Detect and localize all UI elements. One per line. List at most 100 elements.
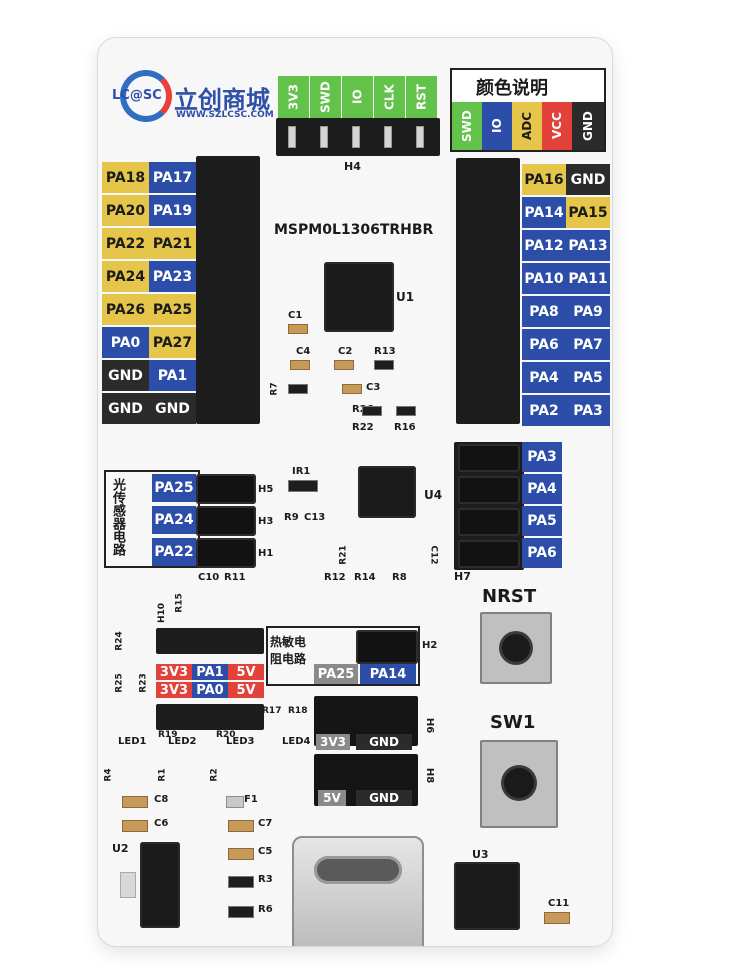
capacitor-c1 <box>288 324 308 334</box>
ref-c10: C10 <box>198 572 220 583</box>
jumper-h7-2[interactable] <box>458 476 520 504</box>
nrst-button-cap[interactable] <box>502 634 530 662</box>
h7-label-pa3: PA3 <box>522 442 562 472</box>
left-label: PA23 <box>149 261 196 292</box>
ref-led2: LED2 <box>168 736 197 747</box>
resistor-r7 <box>288 384 308 394</box>
regulator-chip-u2 <box>140 842 180 928</box>
ref-r6: R6 <box>258 904 273 915</box>
mcu-chip-u1 <box>324 262 394 332</box>
right-label: PA7 <box>566 329 610 360</box>
header-h4[interactable] <box>276 118 440 156</box>
jumper-h7-1[interactable] <box>458 444 520 472</box>
jumper-h2[interactable] <box>356 630 418 664</box>
left-label: PA17 <box>149 162 196 193</box>
ref-c8: C8 <box>154 794 169 805</box>
ref-r15: R15 <box>174 593 185 613</box>
ref-u3: U3 <box>472 848 489 861</box>
ref-h8: H8 <box>424 767 436 784</box>
ref-r8: R8 <box>392 572 407 583</box>
left-label: PA1 <box>149 360 196 391</box>
lcsc-logo: LC@SC <box>112 70 184 132</box>
top-header-labels: 3V3 SWD IO CLK RST <box>278 76 438 118</box>
ref-r24: R24 <box>114 631 125 651</box>
light-label-pa25: PA25 <box>152 474 196 502</box>
ref-r3: R3 <box>258 874 273 885</box>
left-label: GND <box>149 393 196 424</box>
right-label: PA12 <box>522 230 566 261</box>
left-pin-header[interactable] <box>196 156 260 424</box>
right-label: PA8 <box>522 296 566 327</box>
right-label: PA14 <box>522 197 566 228</box>
ref-c4: C4 <box>296 346 311 357</box>
thermistor-label-pa14: PA14 <box>360 664 416 684</box>
resistor-r26 <box>362 406 382 416</box>
ref-r25: R25 <box>114 673 125 693</box>
mcu-part-number: MSPM0L1306TRHBR <box>274 222 434 238</box>
led-label-5v-a: 5V <box>228 664 264 680</box>
power-label-5v: 5V <box>318 790 346 806</box>
ref-h7: H7 <box>454 570 471 583</box>
right-pin-header[interactable] <box>456 158 520 424</box>
capacitor-c4 <box>290 360 310 370</box>
right-label: PA13 <box>566 230 610 261</box>
logo-url: WWW.SZLCSC.COM <box>176 110 274 120</box>
capacitor-c2 <box>334 360 354 370</box>
right-label: PA15 <box>566 197 610 228</box>
right-label: PA10 <box>522 263 566 294</box>
ref-f1: F1 <box>244 794 258 805</box>
ref-r23: R23 <box>138 673 149 693</box>
jumper-h1[interactable] <box>196 538 256 568</box>
opamp-chip-u4 <box>358 466 416 518</box>
ref-c7: C7 <box>258 818 273 829</box>
top-label-swd: SWD <box>310 76 341 118</box>
ref-r16: R16 <box>394 422 416 433</box>
h7-label-pa4: PA4 <box>522 474 562 504</box>
ref-r11: R11 <box>224 572 246 583</box>
nrst-label: NRST <box>482 586 537 607</box>
ref-c3: C3 <box>366 382 381 393</box>
ref-r20: R20 <box>216 730 236 740</box>
capacitor-c5 <box>228 848 254 860</box>
ref-h2: H2 <box>422 640 438 651</box>
left-label: PA0 <box>102 327 149 358</box>
resistor-r3 <box>228 876 254 888</box>
right-label: PA11 <box>566 263 610 294</box>
right-label: PA3 <box>566 395 610 426</box>
u2-tab <box>120 872 136 898</box>
ref-led4: LED4 <box>282 736 311 747</box>
jumper-h7-4[interactable] <box>458 540 520 568</box>
capacitor-c3 <box>342 384 362 394</box>
thermistor-block <box>266 626 420 686</box>
sw1-button-cap[interactable] <box>504 768 534 798</box>
legend-vcc: VCC <box>542 102 572 150</box>
led-select-header-2[interactable] <box>156 704 264 730</box>
right-label: PA9 <box>566 296 610 327</box>
ref-r13: R13 <box>374 346 396 357</box>
jumper-h3[interactable] <box>196 506 256 536</box>
left-label: PA21 <box>149 228 196 259</box>
ref-r1: R1 <box>157 768 168 782</box>
light-label-pa22: PA22 <box>152 538 196 566</box>
legend-swd: SWD <box>452 102 482 150</box>
left-label: PA24 <box>102 261 149 292</box>
power-label-gnd-b: GND <box>356 790 412 806</box>
ref-h6: H6 <box>424 717 436 734</box>
left-label: PA22 <box>102 228 149 259</box>
jumper-h5[interactable] <box>196 474 256 504</box>
color-legend: 颜色说明 SWD IO ADC VCC GND <box>450 68 606 152</box>
ref-h10: H10 <box>157 602 168 624</box>
ref-u1: U1 <box>396 290 415 304</box>
led-select-header[interactable] <box>156 628 264 654</box>
pin-icon <box>384 126 392 148</box>
legend-title: 颜色说明 <box>476 78 548 99</box>
ref-r4: R4 <box>103 768 114 782</box>
usb-c-connector[interactable] <box>292 836 424 946</box>
legend-adc: ADC <box>512 102 542 150</box>
jumper-h7-3[interactable] <box>458 508 520 536</box>
top-label-io: IO <box>342 76 373 118</box>
left-label: GND <box>102 360 149 391</box>
ref-r7: R7 <box>269 382 280 396</box>
thermistor-label-pa25: PA25 <box>314 664 358 684</box>
top-label-clk: CLK <box>374 76 405 118</box>
